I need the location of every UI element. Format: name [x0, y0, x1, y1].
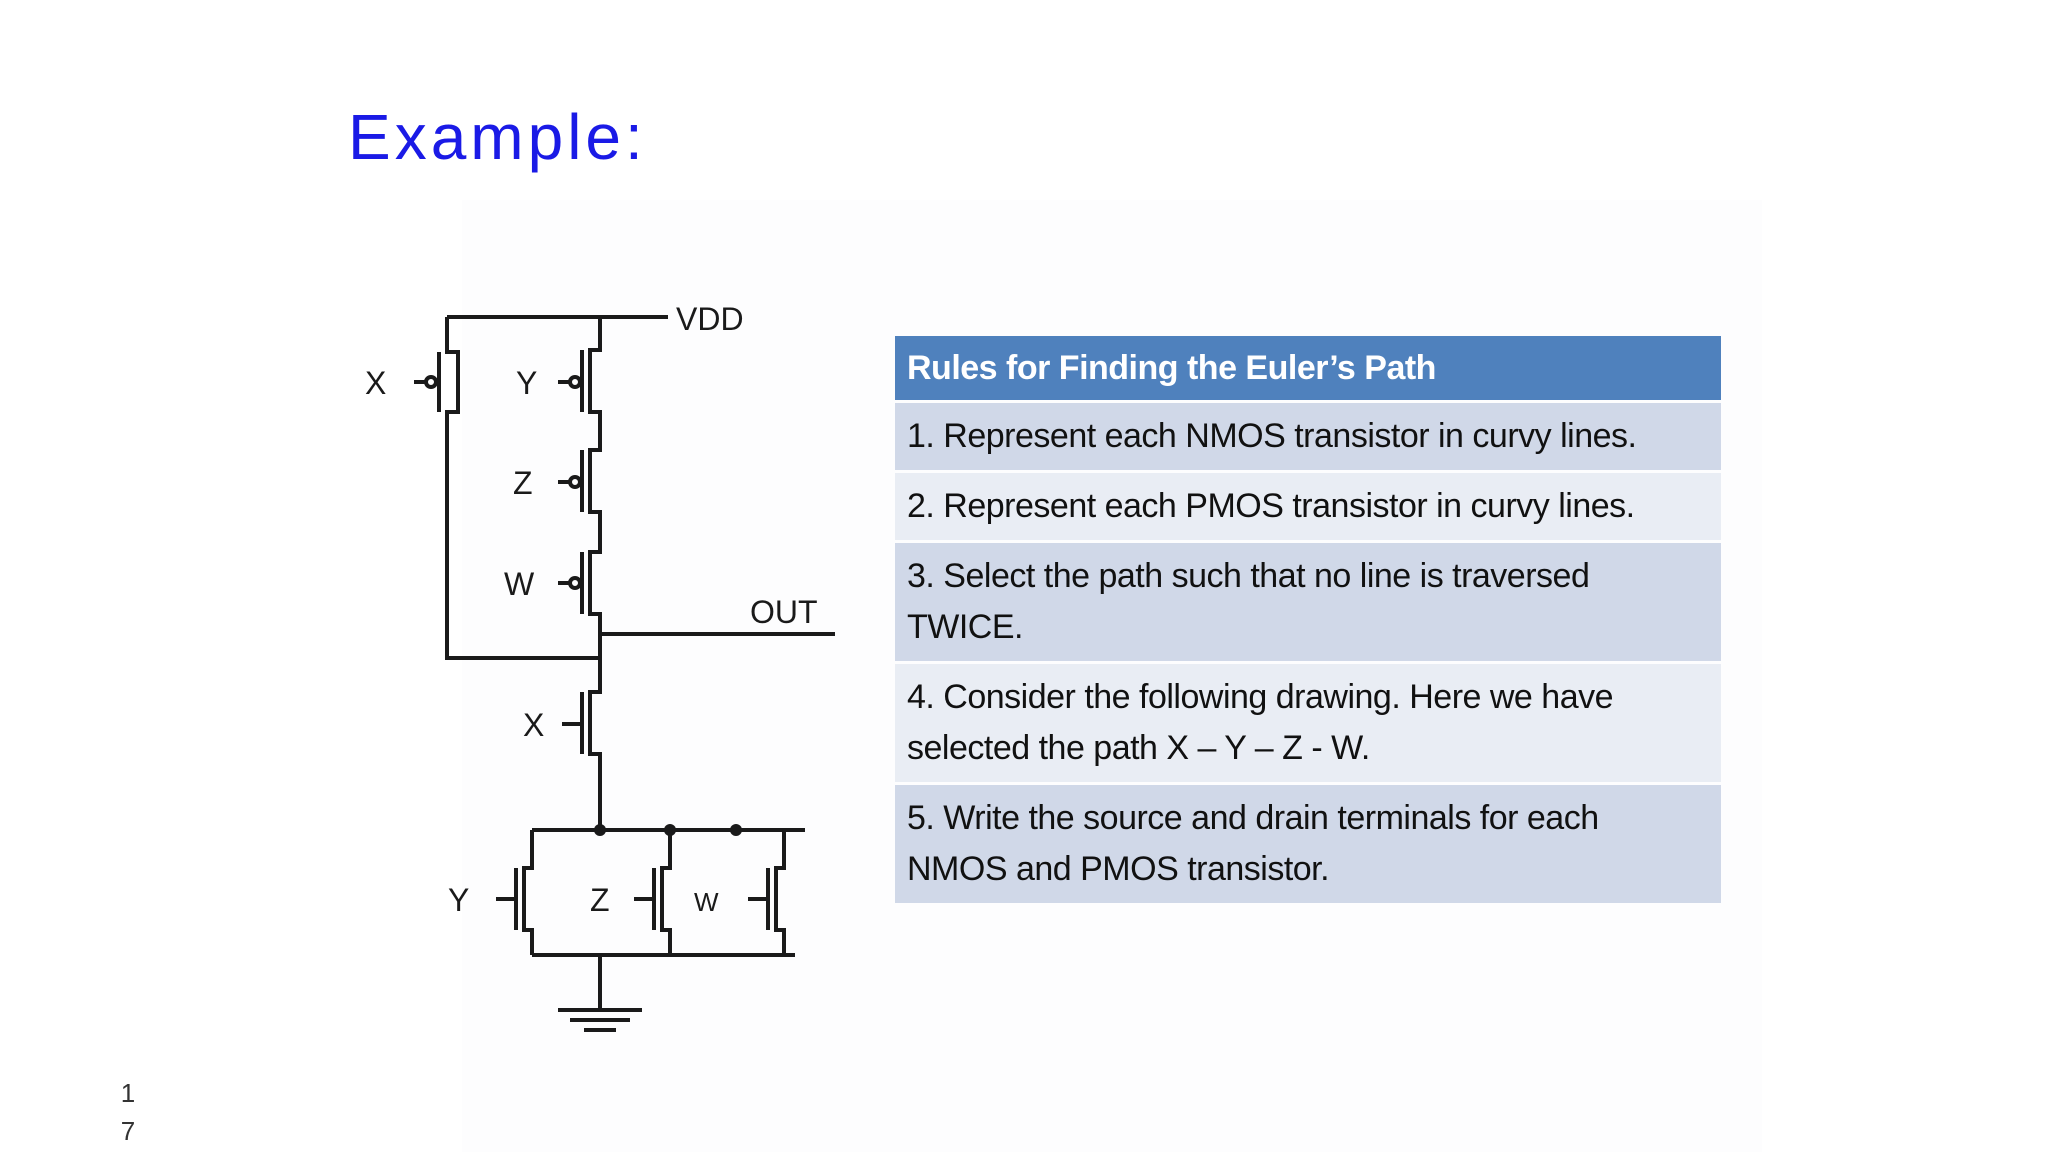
rule-2: 2. Represent each PMOS transistor in cur… — [895, 473, 1721, 540]
ground-symbol — [558, 955, 642, 1032]
rule-5-line-1: 5. Write the source and drain terminals … — [907, 799, 1599, 837]
rule-row: 3. Select the path such that no line is … — [895, 543, 1721, 661]
nmos-w-label: W — [694, 887, 719, 917]
rule-5-line-2: NMOS and PMOS transistor. — [907, 850, 1330, 888]
pmos-y-label: Y — [516, 365, 537, 401]
cmos-circuit-diagram: VDD X Y Z W OUT X Y Z W — [365, 301, 835, 1032]
rule-2-line-1: 2. Represent each PMOS transistor in cur… — [907, 487, 1635, 525]
pmos-z-transistor — [558, 422, 602, 522]
rule-3-line-2: TWICE. — [907, 608, 1023, 646]
out-label: OUT — [750, 594, 818, 630]
rule-row: 5. Write the source and drain terminals … — [895, 785, 1721, 903]
pmos-w-label: W — [504, 566, 535, 602]
rule-4-line-2: selected the path X – Y – Z - W. — [907, 729, 1370, 767]
slide-number: 17 — [120, 1078, 136, 1146]
rule-5: 5. Write the source and drain terminals … — [895, 785, 1721, 903]
rule-row: 4. Consider the following drawing. Here … — [895, 664, 1721, 782]
vdd-label: VDD — [676, 301, 744, 337]
junction-dot — [730, 824, 742, 836]
rule-4-line-1: 4. Consider the following drawing. Here … — [907, 678, 1614, 716]
nmos-y-label: Y — [448, 882, 469, 918]
junction-dot — [594, 824, 606, 836]
nmos-x-label: X — [523, 707, 544, 743]
rule-4: 4. Consider the following drawing. Here … — [895, 664, 1721, 782]
rules-table-header: Rules for Finding the Euler’s Path — [895, 336, 1721, 400]
rule-3: 3. Select the path such that no line is … — [895, 543, 1721, 661]
rule-row: 2. Represent each PMOS transistor in cur… — [895, 473, 1721, 540]
pmos-w-transistor — [558, 522, 602, 658]
rule-row: 1. Represent each NMOS transistor in cur… — [895, 403, 1721, 470]
pmos-x-bubble — [424, 375, 438, 389]
nmos-z-transistor — [634, 830, 672, 955]
pmos-y-transistor — [558, 317, 602, 422]
rules-table-header-row: Rules for Finding the Euler’s Path — [895, 336, 1721, 400]
pmos-w-bubble — [568, 576, 582, 590]
pmos-y-bubble — [568, 375, 582, 389]
rule-3-line-1: 3. Select the path such that no line is … — [907, 557, 1590, 595]
slide-title: Example: — [348, 101, 647, 173]
pmos-x-label: X — [365, 365, 386, 401]
rule-1: 1. Represent each NMOS transistor in cur… — [895, 403, 1721, 470]
rule-1-line-1: 1. Represent each NMOS transistor in cur… — [907, 417, 1637, 455]
nmos-y-transistor — [496, 830, 534, 955]
rules-table: Rules for Finding the Euler’s Path 1. Re… — [895, 333, 1721, 906]
nmos-z-label: Z — [590, 882, 610, 918]
pmos-z-label: Z — [513, 465, 533, 501]
pmos-z-bubble — [568, 475, 582, 489]
nmos-w-transistor — [748, 830, 786, 955]
nmos-x-transistor — [562, 658, 602, 830]
